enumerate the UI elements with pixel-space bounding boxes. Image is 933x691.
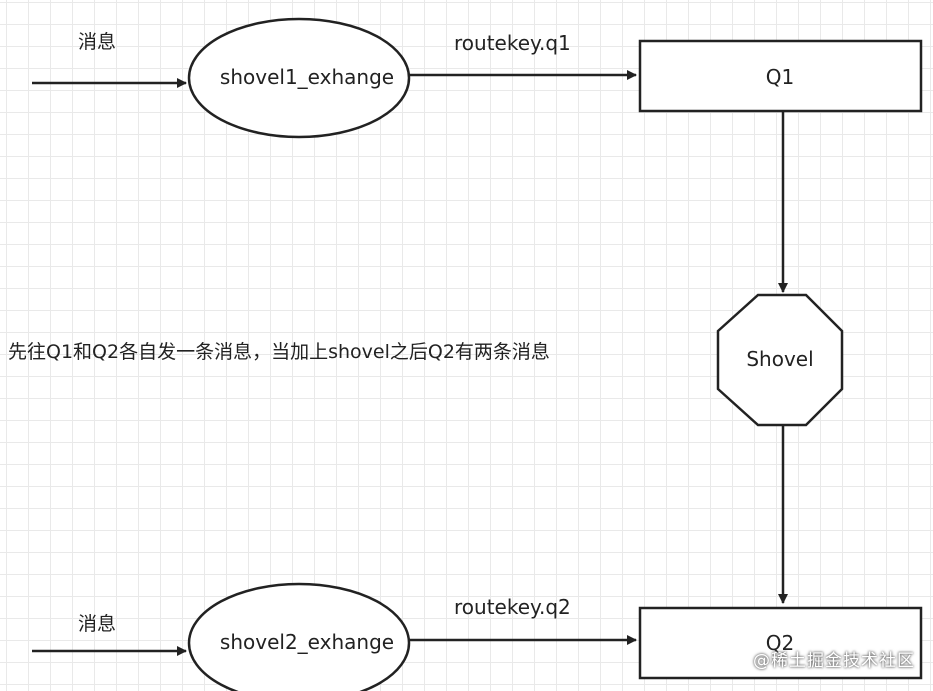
route-label-1: routekey.q1 <box>454 31 571 55</box>
shovel-node <box>716 293 844 427</box>
queue-node-2 <box>638 606 923 680</box>
input-label-1: 消息 <box>78 31 116 53</box>
exchange-label-2: shovel2_exhange <box>220 630 394 654</box>
watermark: @稀土掘金技术社区 <box>753 651 915 671</box>
shovel-label: Shovel <box>746 347 813 371</box>
queue-label-2: Q2 <box>766 631 794 655</box>
input-label-2: 消息 <box>78 613 116 635</box>
exchange-node-1 <box>187 17 411 139</box>
exchange-node-2 <box>187 582 411 691</box>
queue-node-1 <box>638 39 923 113</box>
exchange-label-1: shovel1_exhange <box>220 65 394 89</box>
diagram-note: 先往Q1和Q2各自发一条消息，当加上shovel之后Q2有两条消息 <box>8 341 550 363</box>
route-label-2: routekey.q2 <box>454 595 571 619</box>
queue-label-1: Q1 <box>766 65 794 89</box>
